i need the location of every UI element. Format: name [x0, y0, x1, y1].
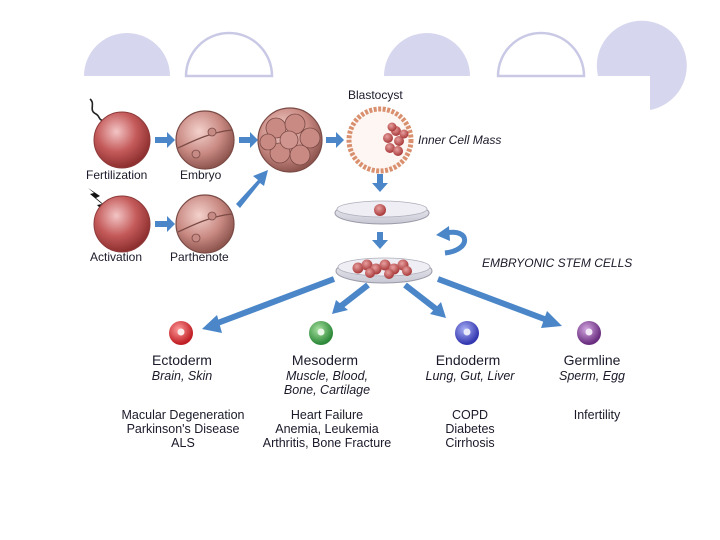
- disease-item: Arthritis, Bone Fracture: [262, 436, 392, 450]
- disease-item: Infertility: [573, 408, 621, 422]
- mesoderm-cell: [309, 321, 333, 345]
- disease-item: Macular Degeneration: [121, 408, 245, 422]
- arrow-to-ectoderm: [213, 276, 336, 327]
- germ-layer-name-ectoderm: Ectoderm: [152, 352, 212, 368]
- morula-cell: [257, 107, 323, 173]
- germ-layer-name-mesoderm: Mesoderm: [291, 352, 359, 368]
- self-renewal-arrow: [436, 226, 467, 256]
- arrow-embryo-to-morula: [239, 132, 258, 148]
- deco-circle-3: [384, 33, 470, 76]
- arrow-to-germline: [436, 276, 549, 323]
- deco-circle-2: [184, 31, 274, 78]
- arrow-blastocyst-to-dish: [372, 174, 388, 192]
- arrow-to-mesoderm: [339, 282, 370, 309]
- label-inner-cell-mass: Inner Cell Mass: [418, 133, 502, 147]
- arrow-to-endoderm: [403, 282, 438, 312]
- arrow-egg-to-parthenote: [155, 216, 175, 232]
- label-fertilization: Fertilization: [86, 168, 148, 182]
- germ-layer-name-germline: Germline: [563, 352, 621, 368]
- arrowhead-ectoderm: [202, 315, 222, 333]
- label-blastocyst: Blastocyst: [348, 88, 403, 102]
- disease-list-endoderm: COPD Diabetes Cirrhosis: [445, 408, 494, 450]
- tissues-endoderm: Lung, Gut, Liver: [425, 369, 515, 383]
- egg-cell-fertilized: [93, 111, 151, 169]
- stem-cell-dish: [335, 257, 433, 284]
- disease-list-mesoderm: Heart Failure Anemia, Leukemia Arthritis…: [263, 408, 392, 450]
- arrowhead-endoderm: [430, 302, 446, 318]
- arrow-morula-to-blastocyst: [326, 132, 344, 148]
- arrow-parthenote-to-morula: [236, 170, 268, 208]
- disease-item: Heart Failure: [290, 408, 364, 422]
- label-parthenote: Parthenote: [170, 250, 229, 264]
- deco-circle-1: [84, 33, 170, 76]
- tissues-ectoderm: Brain, Skin: [151, 369, 213, 383]
- egg-cell-activated: [93, 195, 151, 253]
- arrow-dish-to-stemcells: [372, 232, 388, 249]
- tissues-germline: Sperm, Egg: [558, 369, 626, 383]
- label-activation: Activation: [90, 250, 143, 264]
- germ-layer-name-endoderm: Endoderm: [435, 352, 501, 368]
- deco-circle-5: [596, 20, 687, 111]
- culture-dish: [334, 200, 430, 225]
- disease-item: Cirrhosis: [445, 436, 495, 450]
- arrowhead-mesoderm: [332, 300, 348, 314]
- disease-list-ectoderm: Macular Degeneration Parkinson's Disease…: [122, 408, 245, 450]
- arrowhead-germline: [541, 311, 562, 328]
- slide-decoration: [84, 20, 687, 111]
- deco-circle-4: [496, 31, 586, 78]
- differentiation-arrows: [213, 276, 549, 327]
- arrow-egg-to-embryo: [155, 132, 175, 148]
- disease-item: Diabetes: [445, 422, 495, 436]
- label-embryo: Embryo: [180, 168, 222, 182]
- disease-list-germline: Infertility: [574, 408, 621, 422]
- lightning-icon: [88, 188, 110, 218]
- disease-item: COPD: [451, 408, 489, 422]
- process-arrows: [155, 132, 388, 249]
- disease-item: Anemia, Leukemia: [275, 422, 379, 436]
- endoderm-cell: [455, 321, 479, 345]
- label-embryonic-stem-cells: EMBRYONIC STEM CELLS: [482, 256, 633, 270]
- embryo-cell: [175, 110, 235, 170]
- disease-item: ALS: [171, 436, 195, 450]
- ectoderm-cell: [169, 321, 193, 345]
- blastocyst-cell: [346, 106, 414, 174]
- tissues-mesoderm-line2: Bone, Cartilage: [283, 383, 371, 397]
- parthenote-cell: [175, 194, 235, 254]
- germline-cell: [577, 321, 601, 345]
- disease-item: Parkinson's Disease: [126, 422, 240, 436]
- tissues-mesoderm-line1: Muscle, Blood,: [286, 369, 368, 383]
